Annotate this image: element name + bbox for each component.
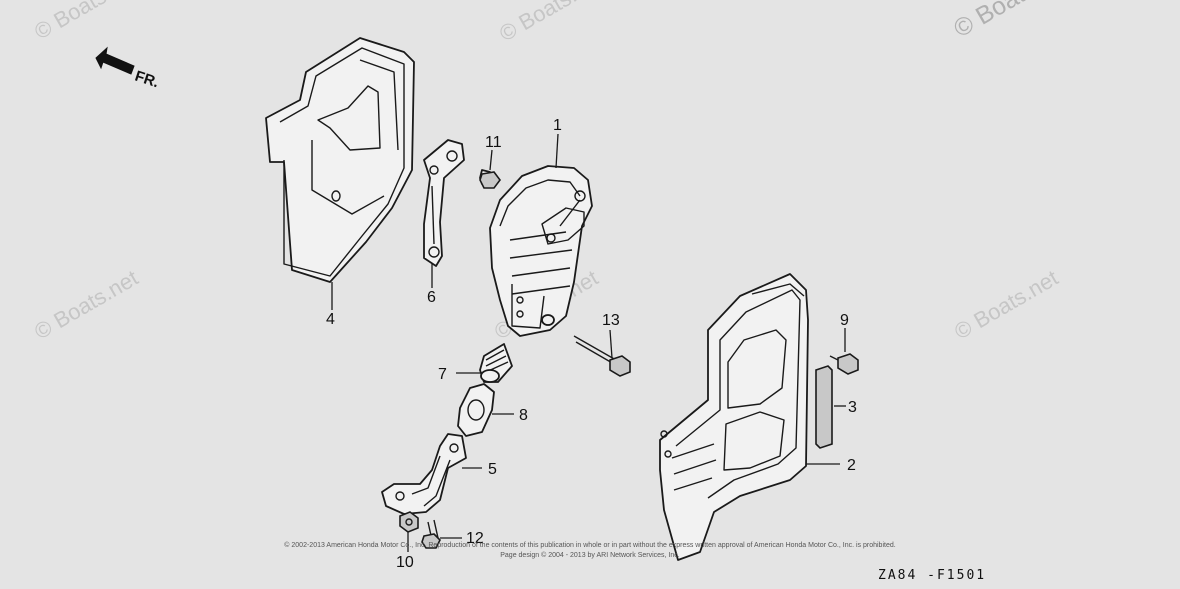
callout-2: 2 — [847, 457, 856, 474]
callouts: 1 2 3 4 5 6 7 8 9 10 11 12 13 — [326, 117, 857, 571]
callout-6: 6 — [427, 289, 436, 306]
callout-11: 11 — [485, 134, 502, 151]
callout-12: 12 — [466, 530, 484, 547]
part-stay — [423, 139, 465, 267]
watermark-text: © Boats.net — [949, 0, 1076, 43]
watermark-text: © Boats.net — [950, 265, 1062, 344]
callout-13: 13 — [602, 312, 620, 329]
part-muffler — [489, 165, 593, 337]
callout-1: 1 — [553, 117, 562, 134]
front-direction-indicator: FR. — [95, 46, 161, 92]
part-exhaust-cover — [659, 273, 809, 561]
copyright-line-1: © 2002-2013 American Honda Motor Co., In… — [284, 541, 895, 549]
leader-lines — [331, 133, 846, 552]
callout-8: 8 — [519, 407, 528, 424]
watermark-text: © Boats.net — [495, 0, 607, 46]
diagram-code: ZA84 -F1501 — [878, 568, 986, 583]
watermark-text: © Boats.net — [30, 265, 142, 344]
arrow-icon — [95, 46, 135, 75]
part-bolt-13 — [573, 335, 631, 377]
part-flange-bolt-12 — [421, 519, 441, 549]
part-nut-10 — [399, 511, 419, 533]
part-flange-bolt-11 — [479, 169, 501, 189]
copyright-line-2: Page design © 2004 - 2013 by ARI Network… — [500, 551, 680, 559]
callout-10: 10 — [396, 554, 414, 571]
part-packing-8 — [457, 383, 495, 437]
watermark-text: © Boats.net — [30, 0, 142, 44]
part-flange-bolt-9 — [829, 353, 859, 375]
copyright-notice: © 2002-2013 American Honda Motor Co., In… — [284, 541, 895, 559]
callout-3: 3 — [848, 399, 857, 416]
part-gasket-7 — [479, 343, 513, 383]
direction-label: FR. — [133, 68, 161, 92]
callout-9: 9 — [840, 312, 849, 329]
part-shield-strip — [815, 365, 833, 449]
callout-4: 4 — [326, 311, 335, 328]
callout-7: 7 — [438, 366, 447, 383]
part-muffler-protector — [265, 37, 415, 283]
part-exhaust-pipe — [381, 433, 467, 515]
callout-5: 5 — [488, 461, 497, 478]
